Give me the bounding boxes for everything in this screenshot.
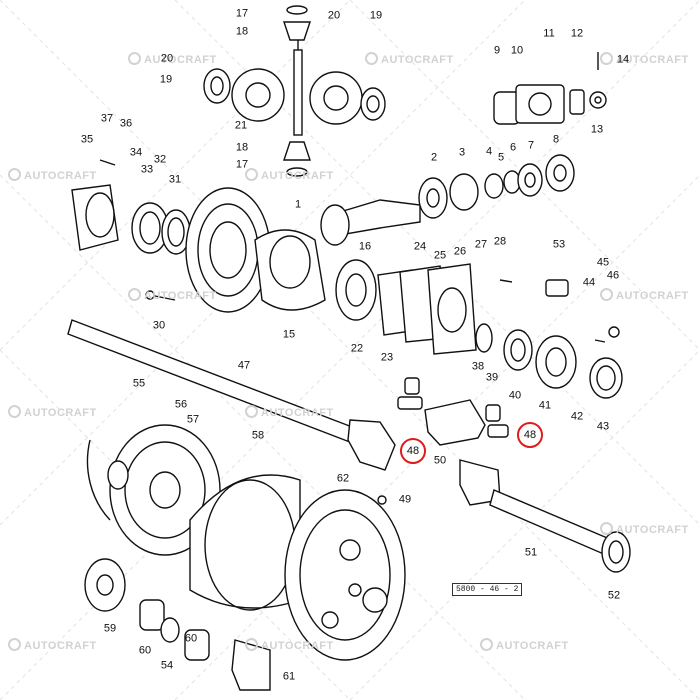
part-number: 44	[582, 276, 596, 289]
part-number: 43	[596, 420, 610, 433]
part-number: 19	[159, 73, 173, 86]
part-number: 6	[509, 141, 517, 154]
watermark: AUTOCRAFT	[8, 638, 97, 652]
part-number: 25	[433, 249, 447, 262]
part-number: 12	[570, 27, 584, 40]
part-number: 36	[119, 117, 133, 130]
part-number: 33	[140, 163, 154, 176]
part-number: 58	[251, 429, 265, 442]
part-number: 56	[174, 398, 188, 411]
watermark: AUTOCRAFT	[128, 288, 217, 302]
part-number: 13	[590, 123, 604, 136]
part-number: 9	[493, 44, 501, 57]
watermark: AUTOCRAFT	[245, 405, 334, 419]
highlighted-part-number[interactable]: 48	[400, 438, 426, 464]
part-number: 59	[103, 622, 117, 635]
part-number: 31	[168, 173, 182, 186]
watermark: AUTOCRAFT	[600, 288, 689, 302]
part-number: 4	[485, 145, 493, 158]
part-number: 37	[100, 112, 114, 125]
part-number: 24	[413, 240, 427, 253]
watermark: AUTOCRAFT	[245, 638, 334, 652]
part-number: 17	[235, 7, 249, 20]
part-number: 22	[350, 342, 364, 355]
part-number: 35	[80, 133, 94, 146]
part-number: 40	[508, 389, 522, 402]
watermark: AUTOCRAFT	[480, 638, 569, 652]
part-number: 32	[153, 153, 167, 166]
part-number: 57	[186, 413, 200, 426]
part-number: 52	[607, 589, 621, 602]
part-number: 53	[552, 238, 566, 251]
part-number: 21	[234, 119, 248, 132]
part-number: 1	[294, 198, 302, 211]
part-number: 54	[160, 659, 174, 672]
part-number: 60	[184, 632, 198, 645]
part-number: 16	[358, 240, 372, 253]
watermark: AUTOCRAFT	[8, 168, 97, 182]
part-number: 5	[497, 151, 505, 164]
part-number: 34	[129, 146, 143, 159]
part-number: 30	[152, 319, 166, 332]
part-number: 46	[606, 269, 620, 282]
part-number: 10	[510, 44, 524, 57]
part-number: 62	[336, 472, 350, 485]
highlighted-part-number[interactable]: 48	[517, 422, 543, 448]
part-number: 28	[493, 235, 507, 248]
part-number: 18	[235, 141, 249, 154]
part-number: 19	[369, 9, 383, 22]
watermark: AUTOCRAFT	[128, 52, 217, 66]
drawing-reference: 5800 - 46 - 2	[452, 583, 523, 596]
part-number: 38	[471, 360, 485, 373]
watermark: AUTOCRAFT	[8, 405, 97, 419]
part-number: 20	[160, 52, 174, 65]
part-number: 50	[433, 454, 447, 467]
part-number: 8	[552, 133, 560, 146]
part-number: 39	[485, 371, 499, 384]
part-number: 20	[327, 9, 341, 22]
part-number: 61	[282, 670, 296, 683]
part-number: 51	[524, 546, 538, 559]
part-number: 41	[538, 399, 552, 412]
part-number: 23	[380, 351, 394, 364]
part-number: 26	[453, 245, 467, 258]
part-number: 2	[430, 151, 438, 164]
watermark: AUTOCRAFT	[365, 52, 454, 66]
part-number: 49	[398, 493, 412, 506]
watermark: AUTOCRAFT	[245, 168, 334, 182]
part-number: 3	[458, 146, 466, 159]
part-number: 42	[570, 410, 584, 423]
watermark: AUTOCRAFT	[600, 52, 689, 66]
part-number: 45	[596, 256, 610, 269]
part-number: 27	[474, 238, 488, 251]
part-number: 15	[282, 328, 296, 341]
part-number: 55	[132, 377, 146, 390]
part-number: 47	[237, 359, 251, 372]
part-number: 18	[235, 25, 249, 38]
part-number: 17	[235, 158, 249, 171]
part-number: 14	[616, 53, 630, 66]
part-number: 60	[138, 644, 152, 657]
watermark: AUTOCRAFT	[600, 522, 689, 536]
part-number: 11	[543, 27, 555, 40]
part-number: 7	[527, 139, 535, 152]
